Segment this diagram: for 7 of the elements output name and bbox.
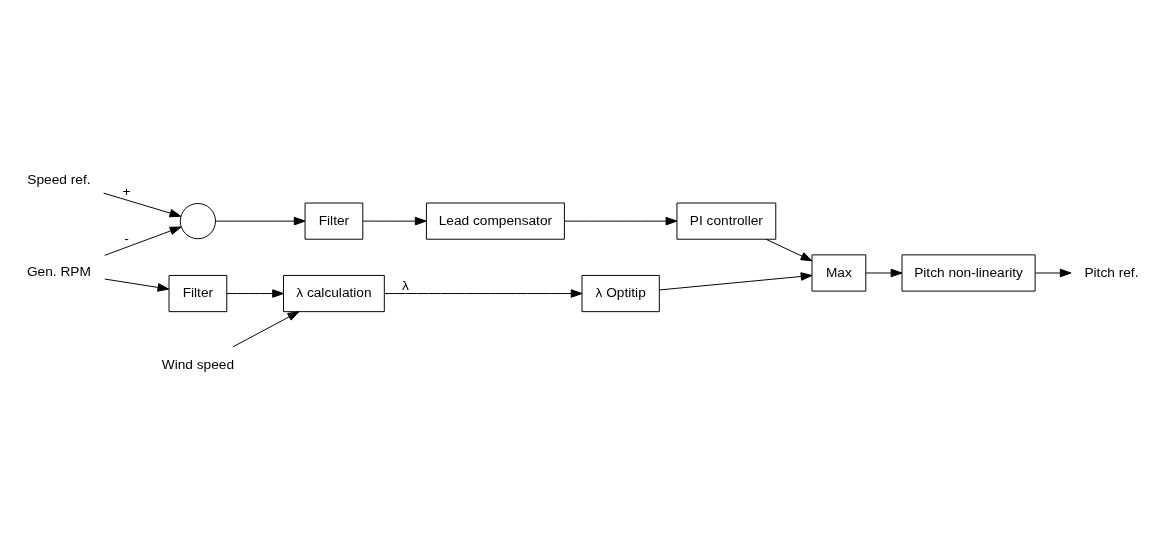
edge-label: - <box>124 230 129 246</box>
node-text: Gen. RPM <box>26 263 91 279</box>
node-text: Wind speed <box>161 356 235 372</box>
edge-label: λ <box>401 277 409 293</box>
node-text: Speed ref. <box>27 171 91 187</box>
edge-label: + <box>122 183 131 199</box>
node-text: Pitch ref. <box>1084 264 1139 280</box>
